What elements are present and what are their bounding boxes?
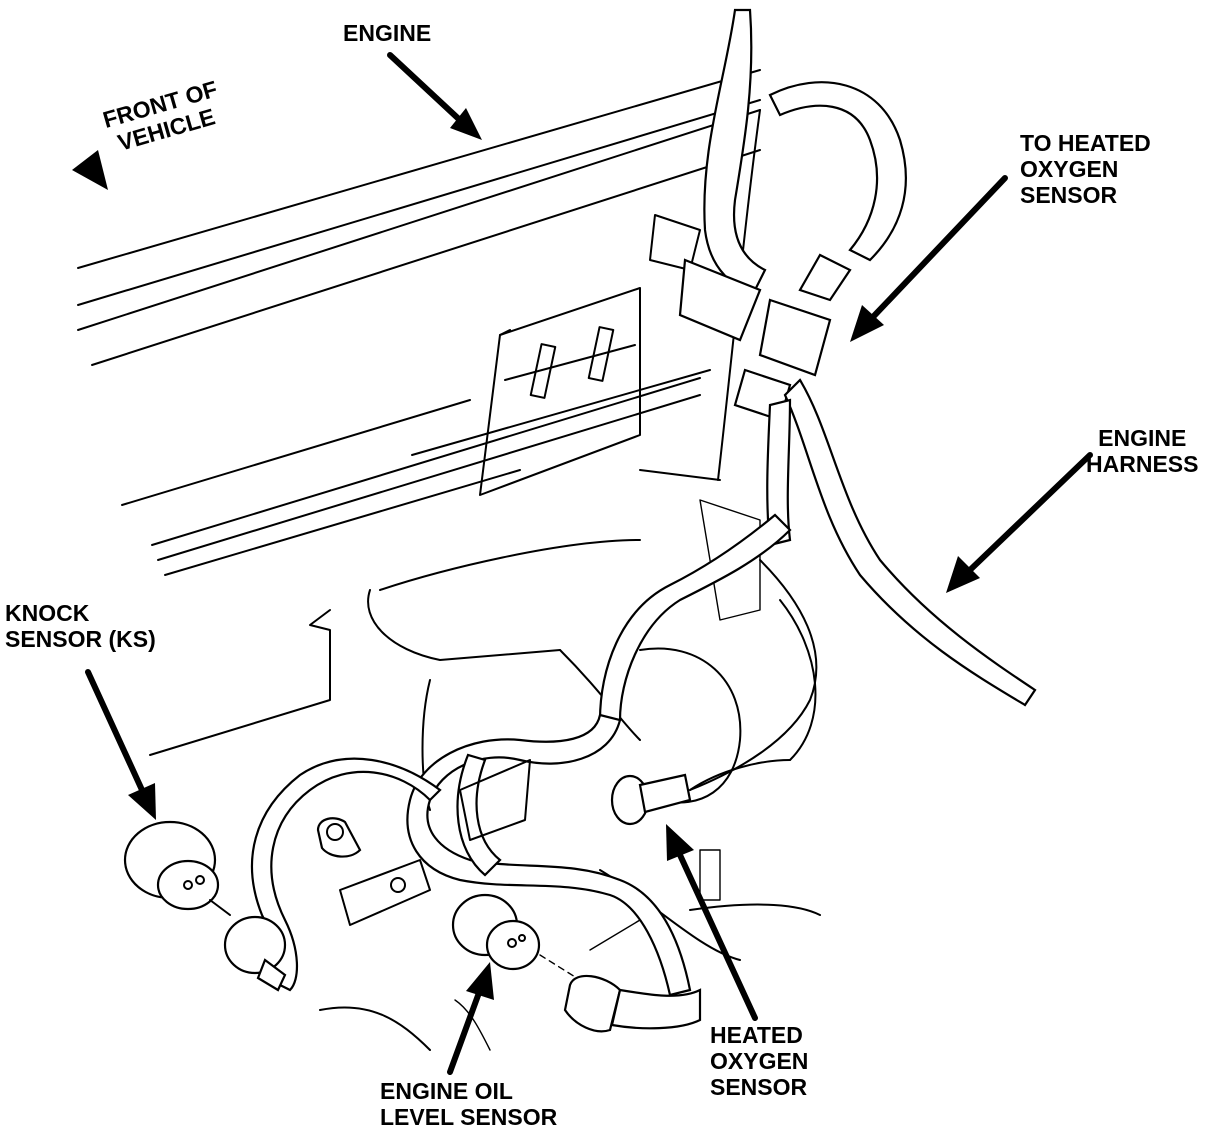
knock-sensor-bracket: [316, 817, 431, 926]
label-heated-oxygen-sensor: HEATED OXYGEN SENSOR: [710, 1022, 809, 1100]
upper-harness: [649, 8, 907, 422]
label-engine: ENGINE: [343, 20, 432, 46]
label-engine-oil-level-sensor: ENGINE OIL LEVEL SENSOR: [380, 1078, 558, 1130]
front-arrow-icon: [72, 150, 108, 190]
engine-harness-main: [598, 378, 1037, 722]
label-to-heated-oxygen-sensor: TO HEATED OXYGEN SENSOR: [1020, 130, 1151, 208]
knock-sensor: [123, 820, 287, 992]
engine-bracket: [479, 287, 641, 496]
heated-oxygen-sensor: [610, 759, 791, 826]
engine-block-lines: [77, 69, 761, 576]
lower-engine-outline: [149, 539, 821, 1051]
oil-sensor-connector: [563, 974, 702, 1033]
label-engine-harness: ENGINE HARNESS: [1086, 425, 1199, 477]
label-knock-sensor: KNOCK SENSOR (KS): [5, 600, 156, 652]
callout-arrows: [72, 52, 1093, 1075]
oil-level-sensor: [451, 893, 641, 981]
